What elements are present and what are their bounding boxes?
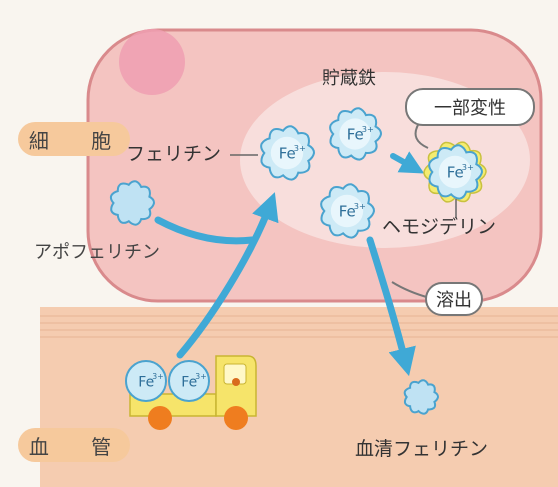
ferritin-protein: Fe3+ xyxy=(260,125,315,181)
truck-ferritin-right: Fe3+ xyxy=(168,360,210,402)
iron-symbol: Fe xyxy=(347,126,364,144)
iron-symbol: Fe xyxy=(181,374,197,390)
storage-ferritin-top: Fe3+ xyxy=(329,107,382,161)
hemosiderin-protein: Fe3+ xyxy=(423,141,487,203)
protein-shell xyxy=(109,180,155,226)
iron-symbol: Fe xyxy=(447,164,464,182)
storage-ferritin-bottom: Fe3+ xyxy=(320,183,375,239)
truck-ferritin-left: Fe3+ xyxy=(125,360,167,402)
apoferritin-label: アポフェリチン xyxy=(34,242,160,263)
serum-ferritin-protein xyxy=(403,379,439,415)
truck-headlight xyxy=(232,378,240,386)
truck-wheel-front xyxy=(224,406,248,430)
iron-core xyxy=(339,118,371,150)
ferritin-bubble xyxy=(168,360,210,402)
ferritin-bubble xyxy=(125,360,167,402)
iron-charge: 3+ xyxy=(294,143,306,153)
arrow-truck-to-ferritin xyxy=(176,192,279,359)
serum-ferritin-label: 血清フェリチン xyxy=(355,438,489,460)
iron-charge: 3+ xyxy=(462,162,474,172)
ferritin-label: フェリチン xyxy=(126,143,222,165)
iron-core xyxy=(270,136,304,170)
efflux-callout: 溶出 xyxy=(425,282,483,316)
cell-nucleus xyxy=(119,29,185,95)
vessel-stripes xyxy=(40,315,558,338)
denaturation-callout: 一部変性 xyxy=(405,88,535,126)
iron-symbol: Fe xyxy=(138,374,154,390)
arrow-apoferritin-to-ferritin xyxy=(154,216,256,245)
cell-region-label: 細 胞 xyxy=(18,122,130,156)
protein-shell xyxy=(403,379,439,415)
iron-core xyxy=(330,194,364,228)
apoferritin-protein xyxy=(109,180,155,226)
iron-charge: 3+ xyxy=(152,372,163,381)
iron-charge: 3+ xyxy=(362,124,374,134)
storage-iron-label: 貯蔵鉄 xyxy=(322,68,376,89)
arrow-to-hemosiderin xyxy=(390,151,425,174)
denaturation-callout-tail xyxy=(414,124,429,149)
iron-symbol: Fe xyxy=(339,203,356,221)
iron-charge: 3+ xyxy=(195,372,206,381)
iron-symbol: Fe xyxy=(279,145,296,163)
arrow-efflux-to-blood xyxy=(366,236,416,377)
iron-charge: 3+ xyxy=(354,201,366,211)
vessel-region-label: 血 管 xyxy=(18,428,130,462)
hemosiderin-label: ヘモジデリン xyxy=(382,216,497,238)
truck-wheel-rear xyxy=(148,406,172,430)
iron-core xyxy=(438,155,472,189)
